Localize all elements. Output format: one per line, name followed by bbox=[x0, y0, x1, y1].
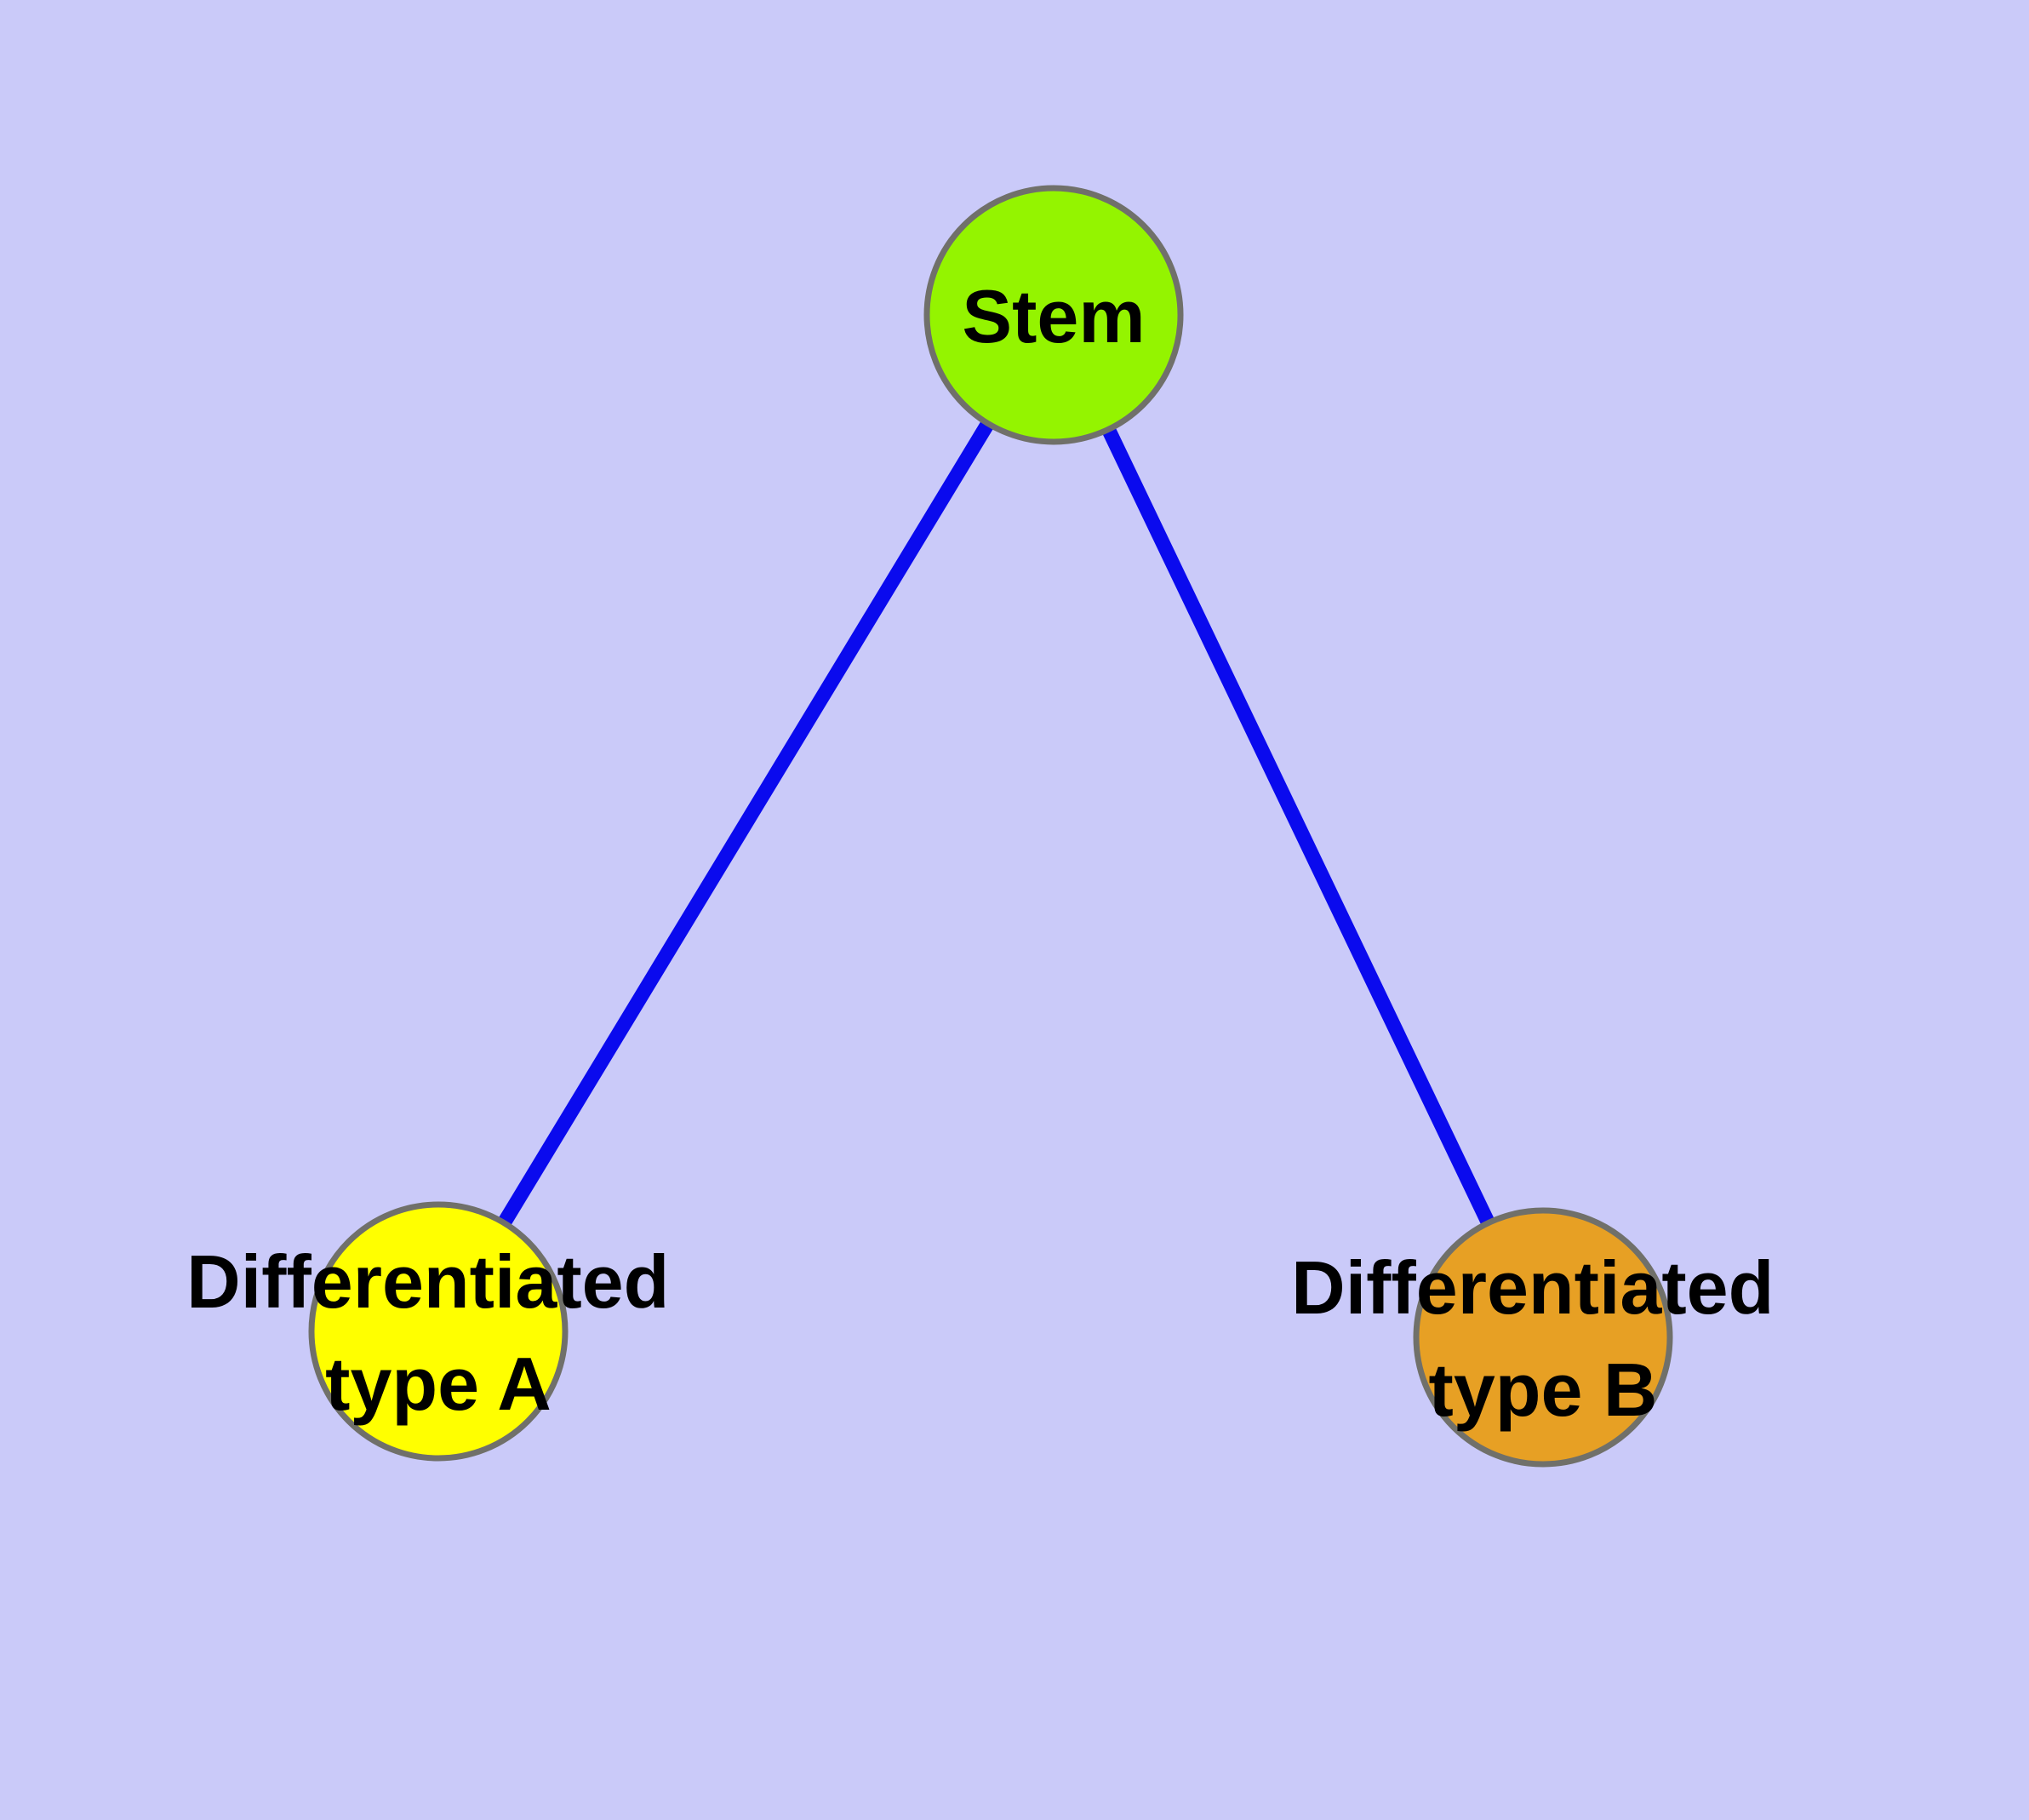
node-differentiated-type-b bbox=[1413, 1207, 1673, 1468]
node-b-label-line1: Differentiated bbox=[1291, 1245, 1774, 1330]
node-stem-label-line1: Stem bbox=[962, 274, 1145, 358]
node-differentiated-type-a-label: Differentiated type A bbox=[186, 1239, 690, 1426]
edge-stem-to-type-a bbox=[432, 311, 1060, 1336]
node-b-label-line2: type B bbox=[1429, 1348, 1658, 1432]
node-differentiated-type-b-label: Differentiated type B bbox=[1291, 1245, 1795, 1432]
node-a-label-line2: type A bbox=[325, 1342, 552, 1426]
node-differentiated-type-a bbox=[308, 1201, 569, 1462]
node-a-label-line1: Differentiated bbox=[186, 1239, 669, 1324]
node-stem-label: Stem bbox=[962, 274, 1145, 358]
edge-stem-to-type-b bbox=[1047, 312, 1550, 1341]
node-stem bbox=[923, 185, 1184, 445]
